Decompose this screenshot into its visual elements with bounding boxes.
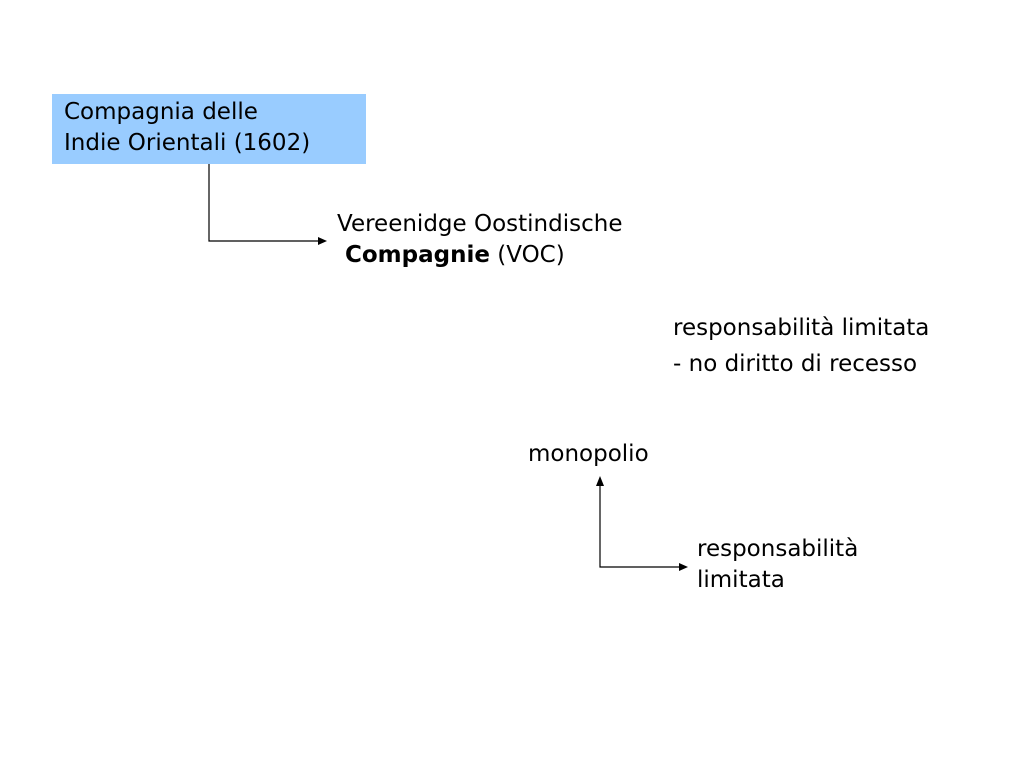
voc-line1: Vereenidge Oostindische <box>337 211 623 237</box>
voc-label: Vereenidge Oostindische Compagnie (VOC) <box>337 209 622 271</box>
monopoly-label: monopolio <box>528 441 649 467</box>
origin-box-line1: Compagnia delle <box>64 99 258 125</box>
features-line1: responsabilità limitata <box>673 315 930 341</box>
voc-suffix: (VOC) <box>489 242 565 268</box>
voc-bold-word: Compagnie <box>345 242 490 268</box>
origin-box: Compagnia delle Indie Orientali (1602) <box>52 94 366 164</box>
origin-box-line2: Indie Orientali (1602) <box>64 130 311 156</box>
limited-liability-line2: limitata <box>697 567 785 593</box>
features-label: responsabilità limitata - no diritto di … <box>673 310 929 382</box>
connector-monopoly-liability <box>599 486 679 568</box>
arrowhead-right-icon <box>318 237 327 245</box>
connector-box-to-voc <box>208 164 318 242</box>
arrowhead-up-icon <box>596 476 604 486</box>
features-line2: - no diritto di recesso <box>673 351 918 377</box>
voc-line2: Compagnie (VOC) <box>337 240 622 271</box>
limited-liability-line1: responsabilità <box>697 536 859 562</box>
arrowhead-right-icon <box>679 563 688 571</box>
limited-liability-label: responsabilità limitata <box>697 534 858 596</box>
